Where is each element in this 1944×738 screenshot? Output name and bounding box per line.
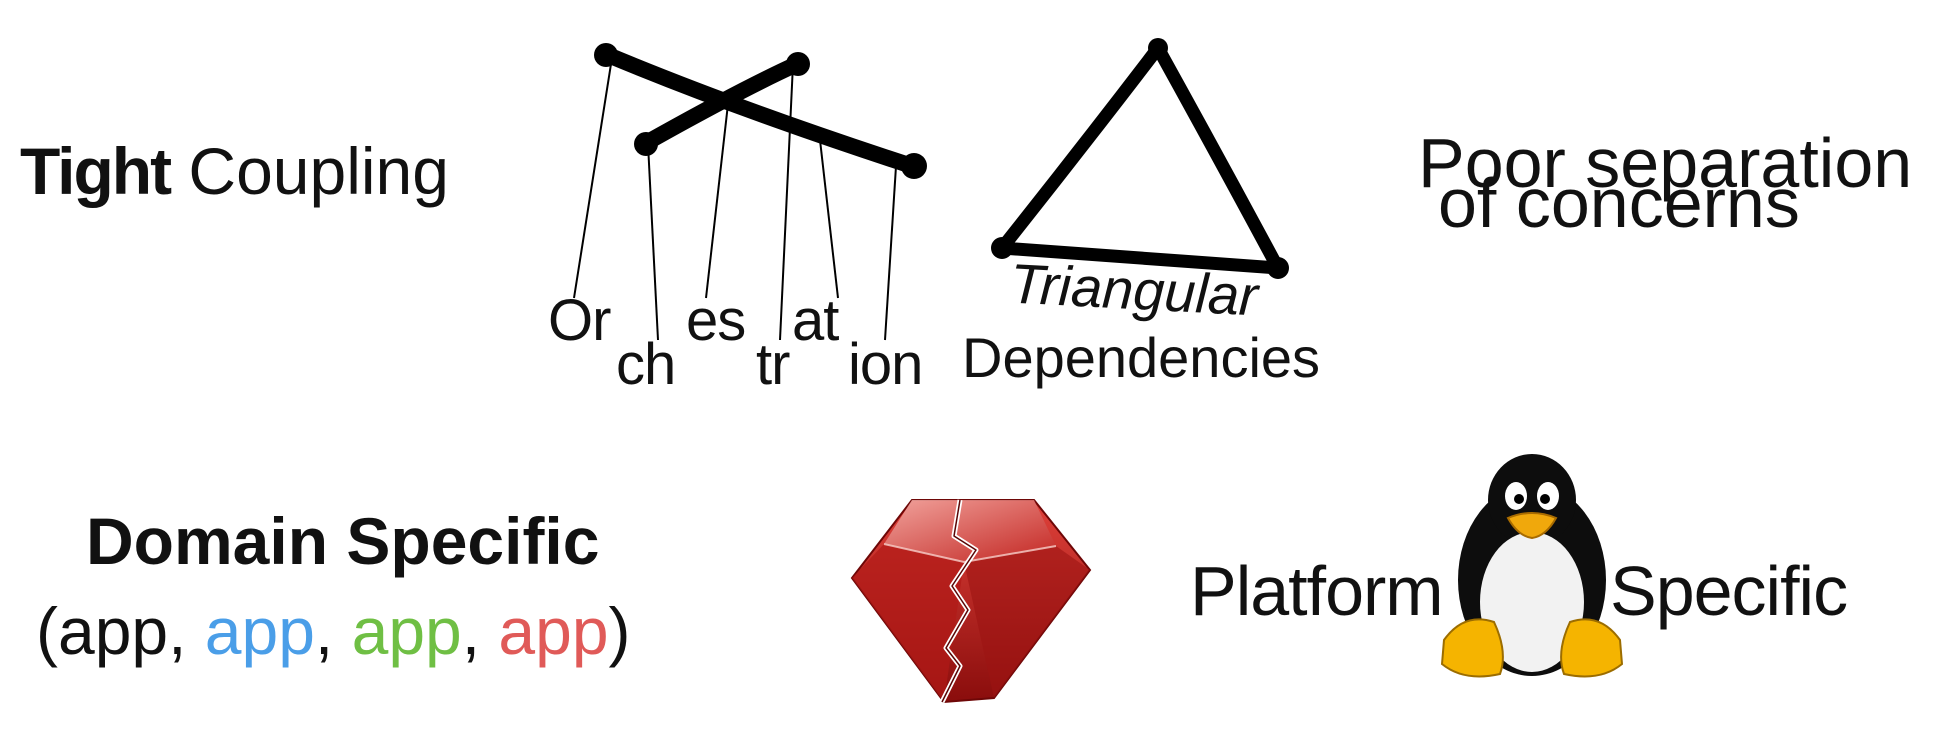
app-item: app xyxy=(351,594,462,668)
tux-penguin-icon xyxy=(1440,454,1624,678)
app-list: (app, app, app, app) xyxy=(36,598,631,664)
orchestration-part: es xyxy=(686,288,746,353)
orchestration-part: tr xyxy=(756,332,790,397)
open-paren: ( xyxy=(36,594,58,668)
hand-drawn-triangle-icon xyxy=(991,38,1289,279)
close-paren: ) xyxy=(608,594,631,668)
separator: , xyxy=(168,594,205,668)
poor-separation-label: Poor separation xyxy=(1418,124,1913,202)
tight-word: Tight xyxy=(20,134,172,208)
of-concerns-label: of concerns xyxy=(1438,164,1800,242)
app-item: app xyxy=(498,594,609,668)
app-item: app xyxy=(57,594,169,668)
orchestration-part: ion xyxy=(848,332,923,397)
orchestration-part: ch xyxy=(616,332,676,397)
separator: , xyxy=(314,594,352,668)
separator: , xyxy=(461,594,499,668)
app-item: app xyxy=(204,594,315,668)
orchestration-part: Or xyxy=(548,288,611,353)
coupling-word: Coupling xyxy=(170,134,449,208)
domain-specific-title: Domain Specific xyxy=(86,504,600,578)
orchestration-part: at xyxy=(792,288,839,353)
marionette-cross-icon xyxy=(573,43,927,341)
specific-label: Specific xyxy=(1610,552,1848,630)
broken-ruby-icon xyxy=(850,499,1092,704)
triangular-label: Triangular xyxy=(1008,251,1260,328)
dependencies-label: Dependencies xyxy=(962,326,1321,389)
tight-coupling-label: Tight Coupling xyxy=(20,138,449,204)
platform-label: Platform xyxy=(1190,552,1444,630)
